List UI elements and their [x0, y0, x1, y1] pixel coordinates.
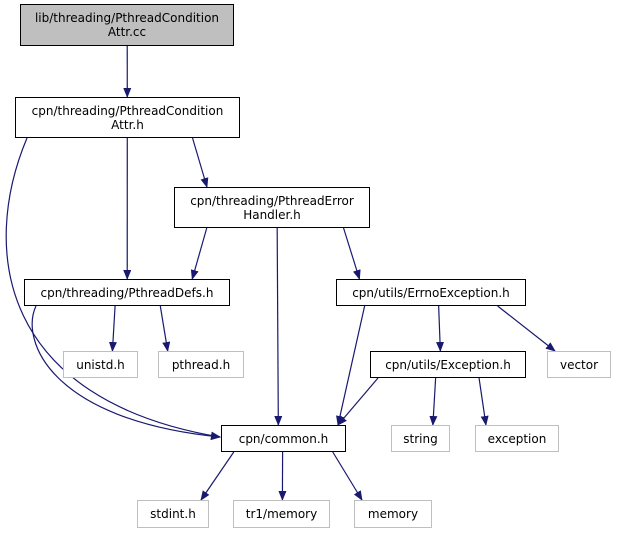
node-pthread-condition-attr-h[interactable]: cpn/threading/PthreadCondition Attr.h: [15, 97, 240, 138]
node-memory: memory: [354, 500, 432, 528]
edge-defs_h-to-pthread_h: [159, 305, 171, 352]
edge-common_h-to-memory: [332, 451, 363, 501]
node-common-h[interactable]: cpn/common.h: [221, 425, 346, 452]
node-pthread-defs-h[interactable]: cpn/threading/PthreadDefs.h: [24, 279, 230, 306]
node-tr1-memory: tr1/memory: [233, 500, 330, 528]
edge-defs_h-to-common_h: [31, 305, 221, 441]
edge-exception_h-to-exception: [478, 377, 489, 426]
node-stdint-h: stdint.h: [137, 500, 209, 528]
edge-errhandler_h-to-common_h: [274, 227, 283, 426]
edge-condattr_h-to-errhandler_h: [191, 137, 209, 188]
node-errno-exception-h[interactable]: cpn/utils/ErrnoException.h: [336, 279, 526, 306]
edge-errhandler_h-to-errnoexc_h: [342, 227, 361, 280]
edge-defs_h-to-unistd_h: [108, 305, 117, 352]
node-string: string: [391, 425, 450, 452]
edge-errnoexc_h-to-vector: [497, 305, 556, 352]
node-pthread-error-handler-h[interactable]: cpn/threading/PthreadError Handler.h: [174, 187, 370, 228]
edge-exception_h-to-string: [429, 377, 438, 426]
edge-errnoexc_h-to-exception_h: [436, 305, 445, 352]
edge-condattr_h-to-common_h: [5, 137, 221, 440]
node-exception: exception: [475, 425, 559, 452]
node-exception-h[interactable]: cpn/utils/Exception.h: [370, 351, 526, 378]
node-vector: vector: [547, 351, 611, 378]
node-pthread-h: pthread.h: [158, 351, 244, 378]
edge-errhandler_h-to-defs_h: [190, 227, 208, 280]
node-root-file: lib/threading/PthreadCondition Attr.cc: [20, 4, 234, 46]
edge-errnoexc_h-to-common_h: [336, 305, 366, 426]
edge-common_h-to-stdint_h: [200, 451, 235, 501]
edge-exception_h-to-common_h: [337, 377, 379, 426]
node-unistd-h: unistd.h: [63, 351, 138, 378]
